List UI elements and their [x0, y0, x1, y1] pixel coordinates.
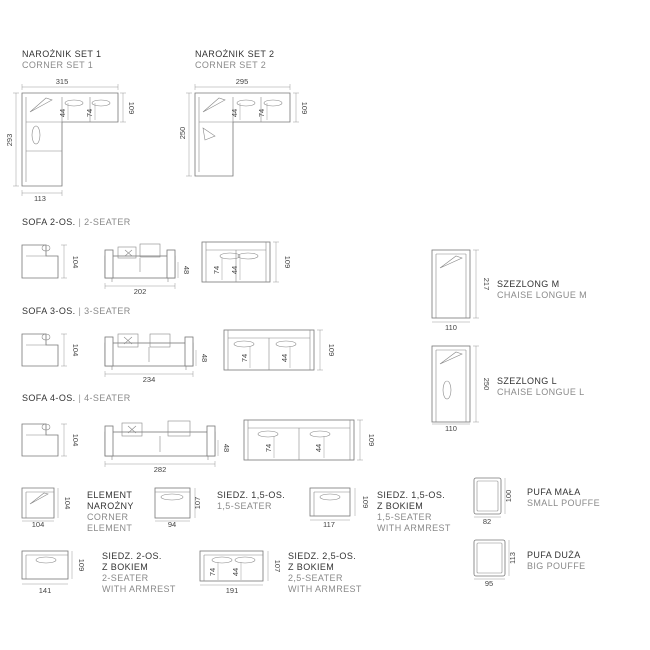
seat-15-drawing: 107 94	[154, 487, 202, 529]
dim-cs1-width: 315	[56, 77, 69, 86]
dim-s3-seat2: 74	[240, 354, 249, 362]
dim-cs1-seat: 44	[58, 109, 67, 117]
dim-s3-depth: 109	[327, 344, 336, 357]
label-corner-set-2: NAROŻNIK SET 2 CORNER SET 2	[195, 49, 275, 70]
dim-s3-height: 104	[71, 344, 80, 357]
dim-s3-seat: 44	[280, 354, 289, 362]
dim-s2-seat2: 74	[212, 266, 221, 274]
dim-s4-seat-h: 48	[222, 444, 231, 452]
dim-cs1-chaise: 113	[34, 194, 46, 203]
dim-s2-width: 202	[134, 287, 147, 296]
dim-s15a-depth: 109	[361, 496, 370, 509]
dim-s2a-depth: 109	[77, 559, 86, 572]
dim-s25a-seat2: 44	[231, 568, 240, 576]
seat-15-armrest-drawing: 109 117	[309, 487, 370, 529]
dim-pb-width: 95	[485, 579, 493, 588]
dim-cs2-seat2: 74	[257, 109, 266, 117]
corner-set-1-drawing: 315 293 109 44 74 113	[5, 77, 136, 203]
dim-s2-height: 104	[71, 256, 80, 269]
big-pouffe-drawing: 113 95	[473, 539, 517, 588]
dim-cs2-width: 295	[236, 77, 249, 86]
dim-ce-width: 104	[32, 520, 45, 529]
dim-s4-depth: 109	[367, 434, 376, 447]
sofa-4-drawings: 104 282 48 74 44	[21, 419, 376, 474]
dim-s3-seat-h: 48	[200, 354, 209, 362]
dim-s4-width: 282	[154, 465, 167, 474]
dim-cs1-seat2: 74	[85, 109, 94, 117]
dim-chm-length: 217	[482, 278, 491, 291]
sofa-2-drawings: 104 202 48 74 44	[21, 241, 292, 296]
corner-element-drawing: 104 104	[21, 487, 72, 529]
dim-cs2-height: 250	[178, 127, 187, 140]
dim-s15-depth: 107	[193, 497, 202, 510]
label-chaise-m: SZEZLONG M CHAISE LONGUE M	[497, 279, 588, 300]
dim-ce-depth: 104	[63, 497, 72, 510]
dim-chl-width: 110	[445, 424, 457, 433]
dim-s25a-width: 191	[226, 586, 239, 595]
dim-ps-depth: 100	[504, 490, 513, 503]
dim-cs1-depth: 109	[127, 102, 136, 115]
dim-s2-seat: 44	[230, 266, 239, 274]
label-corner-set-1: NAROŻNIK SET 1 CORNER SET 1	[22, 49, 102, 70]
dim-chm-width: 110	[445, 323, 457, 332]
label-big-pouffe: PUFA DUŻA BIG POUFFE	[527, 550, 586, 571]
dim-s3-width: 234	[143, 375, 156, 384]
dim-pb-depth: 113	[508, 552, 517, 564]
seat-25-armrest-drawing: 74 44 107 191	[199, 550, 282, 595]
label-chaise-l: SZEZLONG L CHAISE LONGUE L	[497, 376, 585, 397]
label-sofa-2: SOFA 2-OS. | 2-SEATER	[22, 217, 131, 227]
label-sofa-3: SOFA 3-OS. | 3-SEATER	[22, 306, 131, 316]
label-small-pouffe: PUFA MAŁA SMALL POUFFE	[527, 487, 600, 508]
label-seat-15: SIEDZ. 1,5-OS. 1,5-SEATER	[217, 490, 286, 511]
dim-s15-width: 94	[168, 520, 176, 529]
dim-s25a-seat: 74	[208, 568, 217, 576]
dim-s15a-width: 117	[323, 520, 335, 529]
dim-chl-length: 250	[482, 378, 491, 391]
label-sofa-4: SOFA 4-OS. | 4-SEATER	[22, 393, 131, 403]
dim-s2-seat-h: 48	[182, 266, 191, 274]
dim-cs1-height: 293	[5, 134, 14, 147]
dim-ps-width: 82	[483, 517, 491, 526]
label-seat-25-armrest: SIEDZ. 2,5-OS. Z BOKIEM 2,5-SEATER WITH …	[288, 551, 362, 594]
label-seat-2-armrest: SIEDZ. 2-OS. Z BOKIEM 2-SEATER WITH ARMR…	[102, 551, 176, 594]
seat-2-armrest-drawing: 109 141	[21, 550, 86, 595]
dim-cs2-seat: 44	[230, 109, 239, 117]
dim-s4-height: 104	[71, 434, 80, 447]
corner-set-2-drawing: 295 250 109 44 74	[178, 77, 309, 177]
chaise-m-drawing: 217 110	[431, 249, 491, 332]
dim-s25a-depth: 107	[273, 560, 282, 573]
dim-s4-seat2: 74	[264, 444, 273, 452]
label-seat-15-armrest: SIEDZ. 1,5-OS. Z BOKIEM 1,5-SEATER WITH …	[377, 490, 451, 533]
dim-s2a-width: 141	[39, 586, 52, 595]
label-corner-element: ELEMENT NAROŻNY CORNER ELEMENT	[87, 490, 134, 533]
sofa-3-drawings: 104 234 48 74 44	[21, 329, 336, 384]
dim-s4-seat: 44	[314, 444, 323, 452]
chaise-l-drawing: 250 110	[431, 345, 491, 433]
dim-cs2-depth: 109	[300, 102, 309, 115]
dim-s2-depth: 109	[283, 256, 292, 269]
small-pouffe-drawing: 100 82	[473, 477, 513, 526]
